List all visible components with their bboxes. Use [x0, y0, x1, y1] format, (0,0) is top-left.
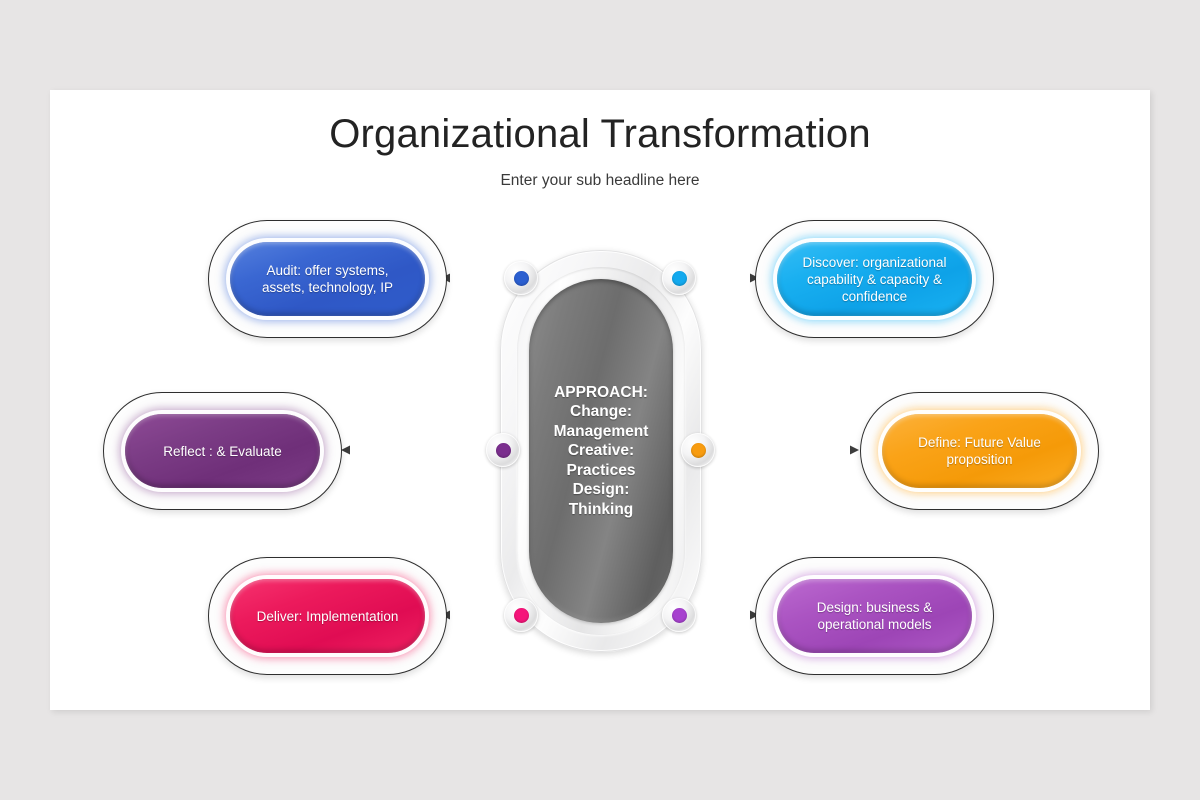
dot-core-define [690, 442, 706, 458]
node-label-discover: Discover: organizational capability & ca… [802, 254, 947, 304]
node-label-reflect: Reflect : & Evaluate [163, 443, 282, 459]
connector-dot-discover[interactable] [662, 261, 696, 295]
node-discover[interactable]: Discover: organizational capability & ca… [755, 220, 994, 338]
node-label-deliver: Deliver: Implementation [256, 608, 399, 624]
node-label-design: Design: business & operational models [816, 600, 933, 632]
connector-dot-deliver[interactable] [504, 598, 538, 632]
node-define[interactable]: Define: Future Value proposition [860, 392, 1099, 510]
node-reflect[interactable]: Reflect : & Evaluate [103, 392, 342, 510]
connector-dot-reflect[interactable] [486, 433, 520, 467]
node-audit[interactable]: Audit: offer systems, assets, technology… [208, 220, 447, 338]
page-title: Organizational Transformation [329, 112, 871, 156]
dot-core-design [671, 607, 687, 623]
dot-core-discover [671, 270, 687, 286]
node-label-audit: Audit: offer systems, assets, technology… [261, 263, 394, 295]
dot-core-audit [513, 270, 529, 286]
connector-dot-define[interactable] [681, 433, 715, 467]
node-deliver[interactable]: Deliver: Implementation [208, 557, 447, 675]
dot-core-deliver [513, 607, 529, 623]
node-label-define: Define: Future Value proposition [918, 435, 1041, 467]
node-pill-reflect: Reflect : & Evaluate [125, 414, 320, 488]
slide-canvas: Organizational Transformation Enter your… [50, 90, 1150, 710]
center-node[interactable]: APPROACH: Change: Management Creative: P… [486, 250, 715, 652]
node-pill-deliver: Deliver: Implementation [230, 579, 425, 653]
connector-dot-design[interactable] [662, 598, 696, 632]
connector-dot-audit[interactable] [504, 261, 538, 295]
node-pill-discover: Discover: organizational capability & ca… [777, 242, 972, 316]
dot-core-reflect [495, 442, 511, 458]
page-subtitle: Enter your sub headline here [500, 172, 700, 189]
center-core: APPROACH: Change: Management Creative: P… [529, 279, 673, 623]
node-pill-define: Define: Future Value proposition [882, 414, 1077, 488]
center-label: APPROACH: Change: Management Creative: P… [553, 383, 649, 518]
node-pill-audit: Audit: offer systems, assets, technology… [230, 242, 425, 316]
node-pill-design: Design: business & operational models [777, 579, 972, 653]
center-glass-frame: APPROACH: Change: Management Creative: P… [500, 250, 702, 652]
node-design[interactable]: Design: business & operational models [755, 557, 994, 675]
